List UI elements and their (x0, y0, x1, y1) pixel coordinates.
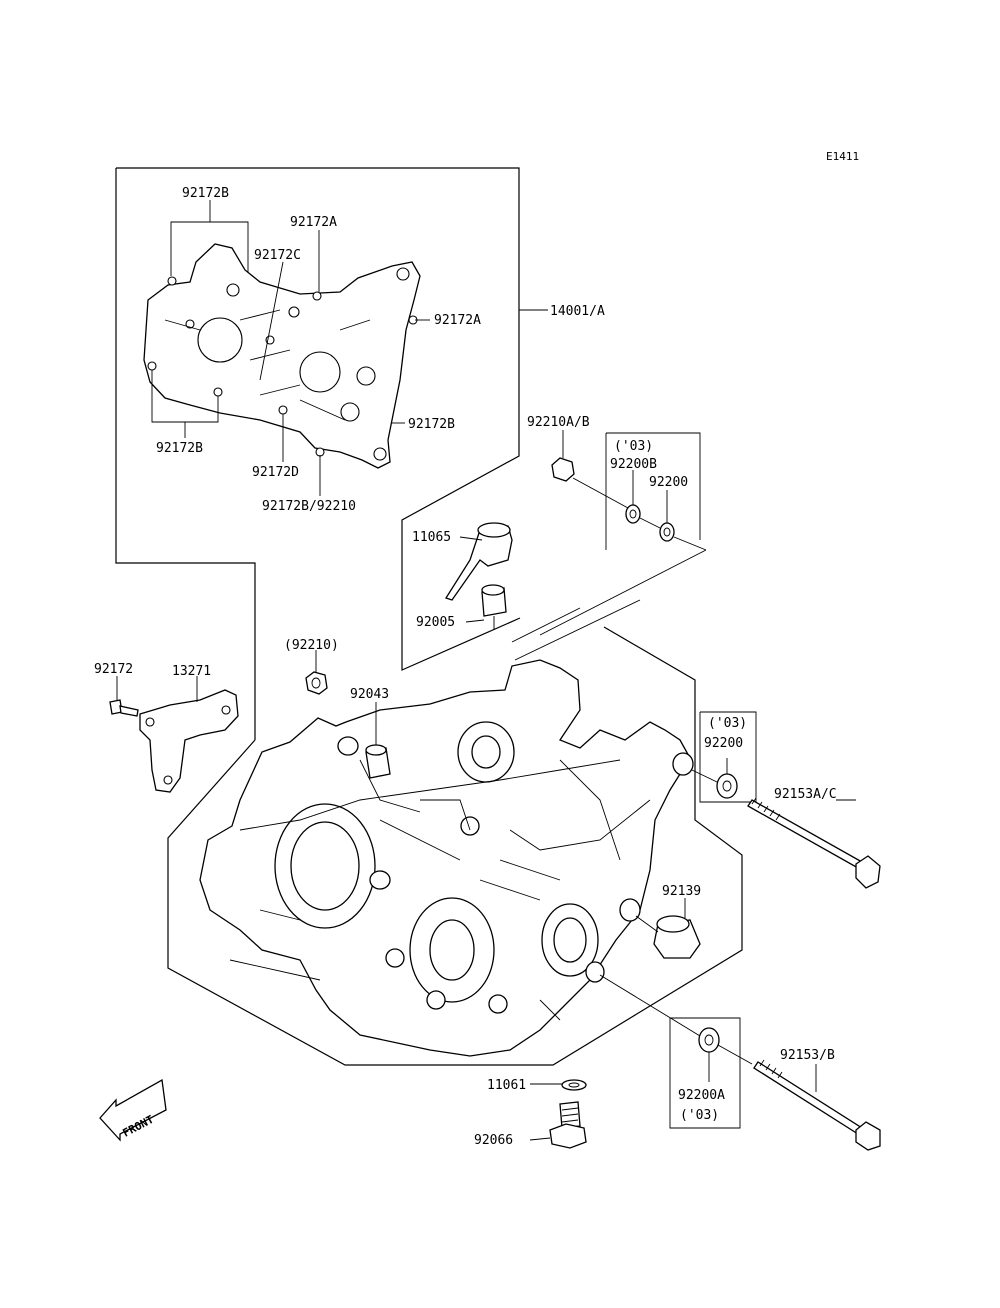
label-13271: 13271 (172, 664, 211, 679)
label-92139: 92139 (662, 884, 701, 899)
upper-right-parts (445, 430, 707, 630)
label-92043: 92043 (350, 687, 389, 702)
part-labels: 92172B 92172A 92172C 92172A 14001/A 9217… (94, 186, 837, 1148)
dowel-92043 (365, 702, 391, 779)
label-92172B-right: 92172B (408, 417, 455, 432)
label-92172D: 92172D (252, 465, 299, 480)
bolt-92153AC-group (691, 711, 881, 889)
label-92172C: 92172C (254, 248, 301, 263)
crankcase-body (199, 659, 694, 1057)
label-11061: 11061 (487, 1078, 526, 1093)
front-arrow-icon: FRONT (99, 1078, 167, 1142)
diagram-reference: E1411 (826, 150, 859, 163)
label-14001A: 14001/A (550, 304, 605, 319)
label-92172B-92210: 92172B/92210 (262, 499, 356, 514)
label-92200-mid: 92200 (704, 736, 743, 751)
gasket-group-frame (115, 167, 743, 1066)
label-92172B-left: 92172B (156, 441, 203, 456)
crankcase-gasket (143, 243, 421, 469)
label-92172A-right: 92172A (434, 313, 481, 328)
label-92210-paren: (92210) (284, 638, 339, 653)
label-92005: 92005 (416, 615, 455, 630)
label-92172: 92172 (94, 662, 133, 677)
label-92172B-top: 92172B (182, 186, 229, 201)
label-03-mid: ('03) (708, 716, 747, 731)
label-92210AB: 92210A/B (527, 415, 590, 430)
label-11065: 11065 (412, 530, 451, 545)
label-92153B: 92153/B (780, 1048, 835, 1063)
label-03-top: ('03) (614, 439, 653, 454)
gasket-leaders (151, 200, 548, 496)
label-92200-top: 92200 (649, 475, 688, 490)
drain-bolt-group (529, 1079, 587, 1149)
label-92172A-top: 92172A (290, 215, 337, 230)
bolt-92153B-group (599, 974, 881, 1151)
connector-lines (511, 549, 707, 661)
label-92200B: 92200B (610, 457, 657, 472)
bushing-92139 (635, 898, 701, 959)
label-92153AC: 92153A/C (774, 787, 837, 802)
nut-92210 (305, 650, 328, 695)
label-03-bot: ('03) (680, 1108, 719, 1123)
plate-13271-and-screw (109, 676, 239, 793)
label-92066: 92066 (474, 1133, 513, 1148)
label-92200A: 92200A (678, 1088, 725, 1103)
